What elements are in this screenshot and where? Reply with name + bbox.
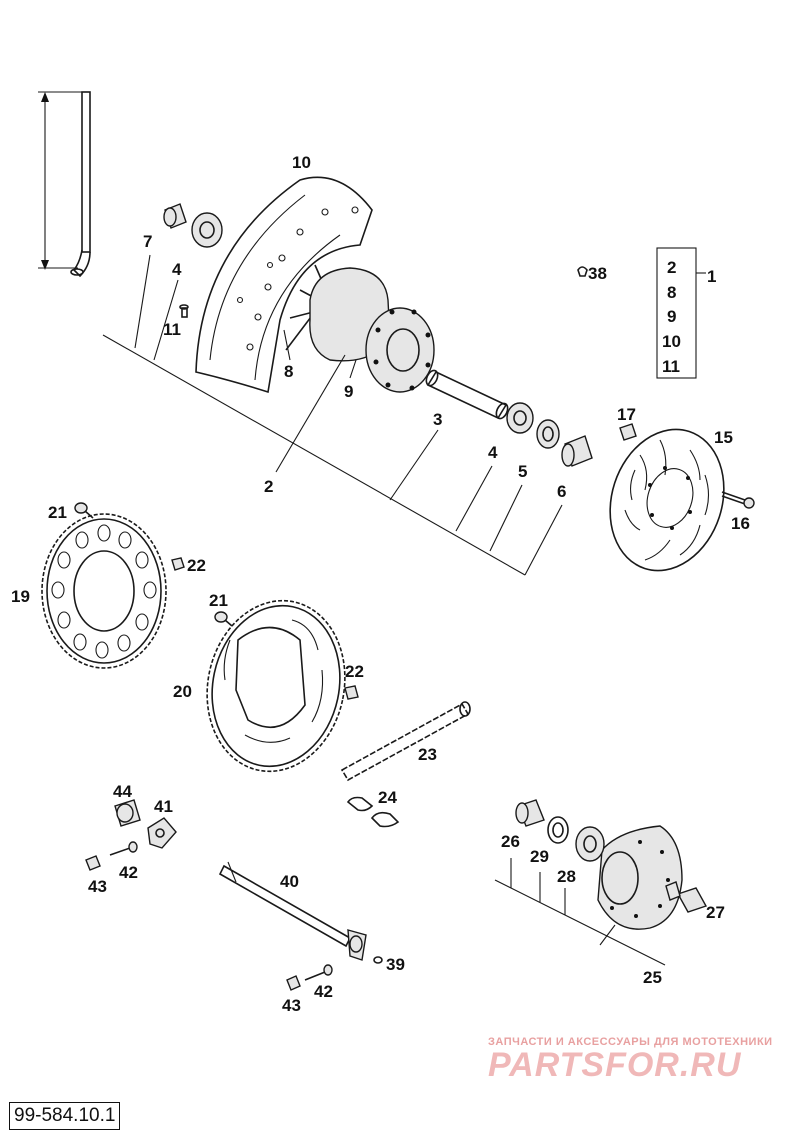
- watermark-tagline: ЗАПЧАСТИ И АКСЕССУАРЫ ДЛЯ МОТОТЕХНИКИ: [488, 1036, 773, 1048]
- label-43-bottom: 43: [282, 996, 301, 1015]
- watermark-brand: PARTSFOR.RU: [488, 1046, 742, 1084]
- spacer-26: [515, 799, 545, 827]
- plate-41: [147, 817, 177, 849]
- label-26: 26: [501, 832, 520, 851]
- label-8: 8: [284, 362, 293, 381]
- label-2: 2: [264, 477, 273, 496]
- label-10: 10: [292, 153, 311, 172]
- label-20: 20: [173, 682, 192, 701]
- axle-40: [218, 861, 367, 961]
- label-11-kit: 11: [662, 357, 680, 376]
- sprocket-20: [206, 599, 346, 773]
- label-42-left: 42: [119, 863, 138, 882]
- label-27: 27: [706, 903, 725, 922]
- label-40: 40: [280, 872, 299, 891]
- label-7: 7: [143, 232, 152, 251]
- bolt-21-mid: [214, 611, 233, 627]
- block-44: [114, 799, 141, 827]
- leader-lines: [102, 254, 706, 966]
- label-28: 28: [557, 867, 576, 886]
- spacer-bushing-top: [163, 203, 187, 229]
- spoke-drawing: [38, 91, 91, 278]
- bolt-42-left: [109, 841, 138, 856]
- seal-29: [547, 816, 569, 844]
- spacer-6: [561, 435, 593, 467]
- label-6: 6: [557, 482, 566, 501]
- label-4: 4: [488, 443, 498, 462]
- label-44: 44: [113, 782, 132, 801]
- label-21-mid: 21: [209, 591, 228, 610]
- bearing-28: [575, 826, 605, 862]
- label-1: 1: [707, 267, 716, 286]
- label-39: 39: [386, 955, 405, 974]
- label-23: 23: [418, 745, 437, 764]
- nut-17: [619, 423, 637, 441]
- label-24: 24: [378, 788, 397, 807]
- label-9-kit: 9: [667, 307, 676, 326]
- label-38: 38: [588, 264, 607, 283]
- label-16: 16: [731, 514, 750, 533]
- rim-part: [195, 176, 373, 394]
- label-5: 5: [518, 462, 527, 481]
- washer-39: [373, 956, 383, 964]
- label-41: 41: [154, 797, 173, 816]
- bolt-21-top: [74, 502, 94, 519]
- label-8-kit: 8: [667, 283, 676, 302]
- label-29: 29: [530, 847, 549, 866]
- label-22-top: 22: [187, 556, 206, 575]
- label-15: 15: [714, 428, 733, 447]
- label-11: 11: [163, 320, 181, 339]
- nut-43-bottom: [286, 975, 301, 991]
- hub-part: [309, 267, 435, 393]
- label-4-top: 4: [172, 260, 182, 279]
- label-19: 19: [11, 587, 30, 606]
- label-21-top: 21: [48, 503, 67, 522]
- label-3: 3: [433, 410, 442, 429]
- chain-23: [340, 701, 471, 782]
- label-2-kit: 2: [667, 258, 676, 277]
- nut-22-top: [171, 557, 185, 571]
- hub-25: [597, 825, 683, 930]
- label-42-bottom: 42: [314, 982, 333, 1001]
- label-10-kit: 10: [662, 332, 681, 351]
- item-38: [577, 266, 588, 277]
- axle-sleeve-3: [425, 369, 509, 420]
- damper-27: [665, 881, 708, 913]
- chain-link-24: [346, 796, 400, 828]
- sprocket-19: [41, 513, 167, 669]
- drawing-code: 99-584.10.1: [9, 1102, 121, 1130]
- bearing-top: [191, 212, 223, 248]
- nut-22-mid: [344, 685, 359, 700]
- brake-disc-15: [609, 428, 725, 572]
- part-labels: 1 2 8 9 10 11 10 7 4 11 38 8 9 3 4 5 6 2…: [11, 153, 750, 1015]
- nipple-11: [179, 304, 189, 318]
- label-9: 9: [344, 382, 353, 401]
- kit-bracket-box: [656, 247, 697, 379]
- label-43-left: 43: [88, 877, 107, 896]
- bolt-42-bottom: [304, 964, 333, 981]
- seal-5: [536, 419, 560, 449]
- watermark: ЗАПЧАСТИ И АКСЕССУАРЫ ДЛЯ МОТОТЕХНИКИ PA…: [488, 1036, 788, 1085]
- bearing-4: [506, 402, 534, 434]
- nut-43-left: [85, 855, 101, 871]
- label-17: 17: [617, 405, 636, 424]
- label-25: 25: [643, 968, 662, 987]
- label-22-mid: 22: [345, 662, 364, 681]
- bolt-16: [721, 491, 755, 509]
